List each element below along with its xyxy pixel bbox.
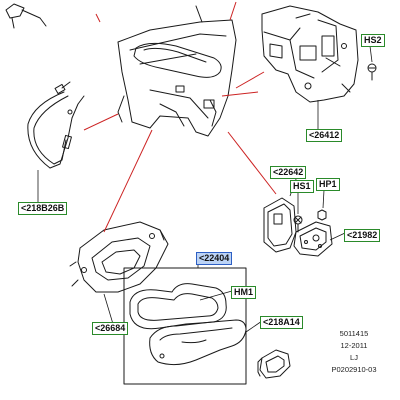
callout-26684[interactable]: <26684: [92, 322, 129, 335]
lock-cylinder-bracket: [293, 221, 333, 257]
nut-hp1: [317, 209, 327, 221]
handle-kit-box: [123, 267, 247, 385]
illustration-number: 5011415: [339, 329, 369, 338]
spring-clip: [257, 349, 291, 379]
screw-hs1: [293, 215, 303, 233]
handle-reinforcement-bracket: [69, 221, 169, 293]
callout-22642[interactable]: <22642: [270, 166, 307, 179]
door-latch-assembly: [261, 5, 359, 103]
callout-26412[interactable]: <26412: [306, 129, 343, 142]
handle-cap: [263, 197, 297, 253]
vehicle-code: LJ: [350, 353, 358, 362]
handle-seal-gasket: [129, 283, 227, 330]
callout-21982[interactable]: <21982: [344, 229, 381, 242]
callout-hp1[interactable]: HP1: [316, 178, 340, 191]
callout-22404[interactable]: <22404: [196, 252, 233, 265]
exterior-door-handle: [133, 42, 222, 78]
illustration-date: 12-2011: [340, 341, 368, 350]
callout-hm1[interactable]: HM1: [231, 286, 257, 299]
callout-hs2[interactable]: HS2: [361, 34, 385, 47]
callout-hs1[interactable]: HS1: [290, 180, 314, 193]
callout-218a14[interactable]: <218A14: [260, 316, 303, 329]
callout-218b26b[interactable]: <218B26B: [18, 202, 68, 215]
illustration-stamp: 5011415 12-2011 LJ P0202910-03: [322, 328, 386, 376]
release-cable: [27, 81, 85, 169]
cable-connector-fragment: [5, 3, 47, 29]
illustration-reference: P0202910-03: [331, 365, 377, 374]
callout-leaders: [37, 45, 373, 333]
assembly-leaders: [83, 1, 277, 233]
exterior-handle-kit: [149, 319, 247, 366]
latch-screw-hs2: [367, 63, 377, 81]
door-shell-assembly: [117, 5, 237, 137]
